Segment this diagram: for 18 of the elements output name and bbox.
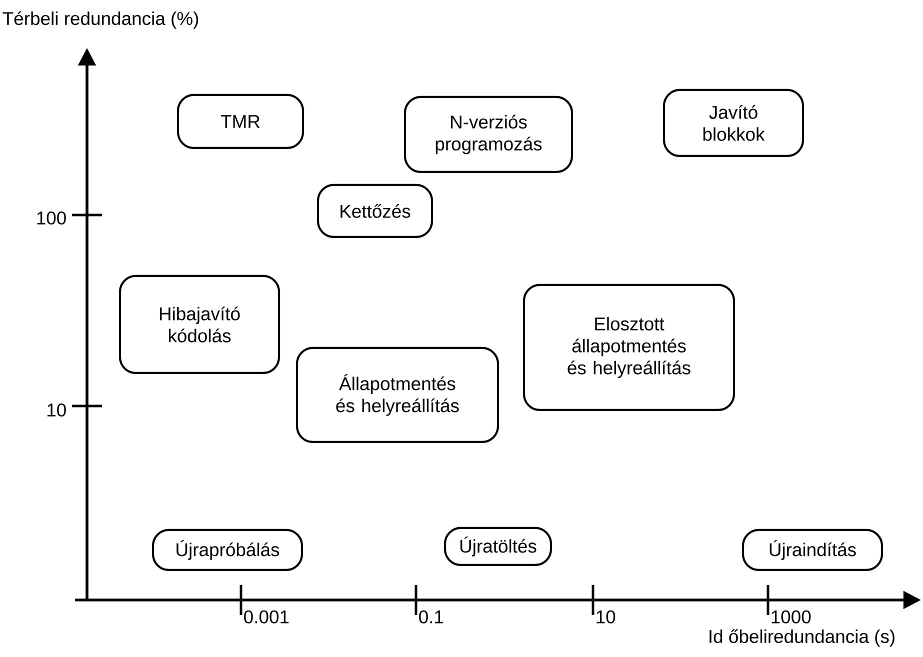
tick-label: 100	[37, 211, 66, 225]
method-box: N-verziós programozás	[404, 96, 574, 174]
method-box: Újraindítás	[742, 528, 884, 572]
tick-label: 10	[596, 610, 616, 624]
method-box: Hibajavító kódolás	[118, 274, 280, 374]
method-box: Újratöltés	[444, 526, 552, 566]
method-box: TMR	[176, 94, 304, 150]
method-box: Kettőzés	[316, 184, 434, 238]
method-box: Elosztott állapotmentés és helyreállítás	[522, 284, 736, 412]
tick-label: 0.1	[419, 610, 444, 624]
tick-label: 0.001	[244, 610, 289, 624]
method-box: Állapotmentés és helyreállítás	[296, 346, 500, 444]
axis-title: Id őbeliredundancia (s)	[710, 629, 894, 647]
method-box: Újrapróbálás	[152, 528, 304, 572]
axis-title: Térbeli redundancia (%)	[2, 11, 198, 29]
method-box: Javító blokkok	[662, 88, 804, 158]
tick-label: 10	[48, 403, 66, 417]
tick-label: 1000	[772, 610, 811, 624]
